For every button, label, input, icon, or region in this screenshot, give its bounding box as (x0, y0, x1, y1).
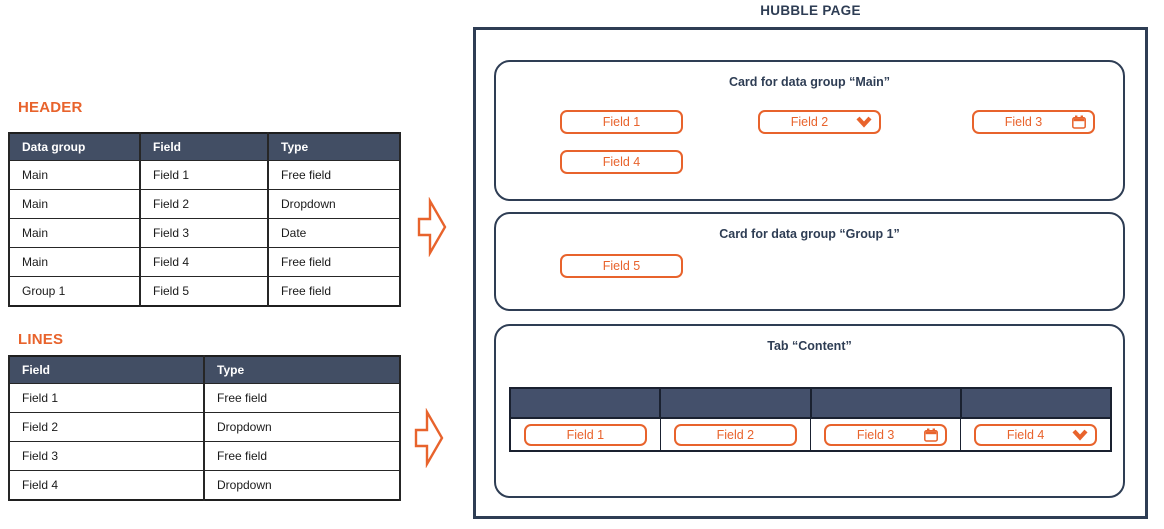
column-header: Data group (8, 132, 141, 161)
calendar-icon (1072, 115, 1086, 129)
table-cell: Field 4 (8, 470, 205, 501)
table-cell: Free field (267, 160, 401, 190)
lines-section-label: LINES (18, 331, 64, 348)
table-cell: Group 1 (8, 276, 141, 307)
field-label: Field 2 (790, 115, 829, 129)
page-title: HUBBLE PAGE (760, 3, 861, 18)
field-box-field-1[interactable]: Field 1 (523, 423, 647, 446)
field-label: Field 4 (1006, 427, 1045, 442)
field-box-field-4[interactable]: Field 4 (974, 423, 1098, 446)
table-cell: Dropdown (203, 412, 401, 442)
column-header: Field (139, 132, 269, 161)
table-cell: Field 1 (8, 383, 205, 413)
field-label: Field 5 (602, 259, 641, 273)
table-cell: Dropdown (203, 470, 401, 501)
field-box-field-4[interactable]: Field 4 (560, 150, 683, 174)
chevron-down-icon (1072, 429, 1088, 440)
field-box-field-5[interactable]: Field 5 (560, 254, 683, 278)
tab-table-body-row: Field 1 Field 2 Field 3 Field 4 (509, 417, 1112, 452)
tab-table-head-row (508, 387, 1113, 419)
table-cell: Field 3 (139, 218, 269, 248)
card-title: Card for data group “Group 1” (719, 227, 900, 241)
table-cell: Free field (267, 276, 401, 307)
field-label: Field 3 (1004, 115, 1043, 129)
tab-table-cell: Field 1 (509, 417, 661, 452)
tab-table-cell: Field 2 (659, 417, 812, 452)
table-cell: Field 2 (8, 412, 205, 442)
tab-column-header (508, 387, 662, 419)
field-label: Field 1 (566, 427, 605, 442)
field-box-field-1[interactable]: Field 1 (560, 110, 683, 134)
card-data-group-group1: Card for data group “Group 1” Field 5 (494, 212, 1125, 311)
field-label: Field 1 (602, 115, 641, 129)
tab-column-header (959, 387, 1113, 419)
table-cell: Free field (267, 247, 401, 277)
field-box-field-3[interactable]: Field 3 (824, 423, 948, 446)
calendar-icon (924, 428, 939, 442)
field-label: Field 4 (602, 155, 641, 169)
table-cell: Field 2 (139, 189, 269, 219)
table-cell: Free field (203, 383, 401, 413)
field-box-field-2[interactable]: Field 2 (673, 423, 797, 446)
chevron-down-icon (856, 116, 872, 128)
table-cell: Field 4 (139, 247, 269, 277)
table-cell: Main (8, 160, 141, 190)
right-arrow-icon (417, 197, 447, 257)
table-cell: Date (267, 218, 401, 248)
card-data-group-main: Card for data group “Main” Field 1 Field … (494, 60, 1125, 201)
tab-column-header (809, 387, 962, 419)
card-title: Card for data group “Main” (728, 75, 891, 89)
tab-column-header (659, 387, 812, 419)
table-cell: Main (8, 189, 141, 219)
field-label: Field 2 (716, 427, 755, 442)
table-cell: Field 5 (139, 276, 269, 307)
field-label: Field 3 (856, 427, 895, 442)
tab-table-cell: Field 3 (809, 417, 962, 452)
tab-content-table: Field 1 Field 2 Field 3 Field 4 (508, 387, 1113, 452)
field-box-field-3[interactable]: Field 3 (972, 110, 1095, 134)
table-cell: Free field (203, 441, 401, 471)
table-cell: Main (8, 247, 141, 277)
column-header: Type (203, 355, 401, 384)
column-header: Type (267, 132, 401, 161)
tab-content-card: Tab “Content” Field 1 Field 2 Field 3 Fi… (494, 324, 1125, 498)
table-cell: Field 1 (139, 160, 269, 190)
table-cell: Dropdown (267, 189, 401, 219)
tab-table-cell: Field 4 (960, 417, 1112, 452)
card-title: Tab “Content” (767, 339, 852, 353)
table-cell: Main (8, 218, 141, 248)
header-section-label: HEADER (18, 99, 83, 116)
column-header: Field (8, 355, 205, 384)
right-arrow-icon (414, 408, 444, 468)
table-cell: Field 3 (8, 441, 205, 471)
field-box-field-2[interactable]: Field 2 (758, 110, 881, 134)
